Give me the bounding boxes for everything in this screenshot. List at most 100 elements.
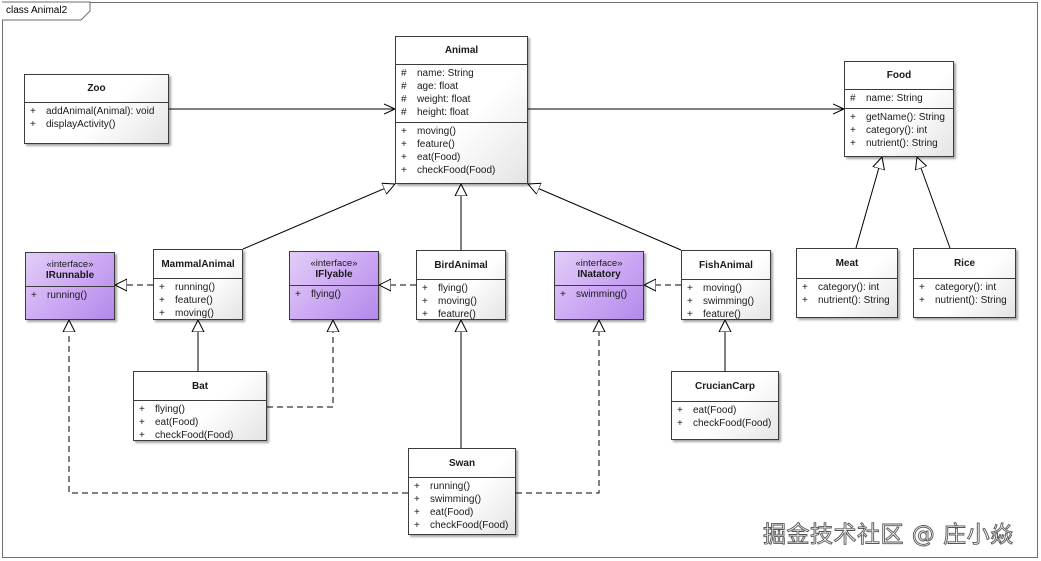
member-row[interactable]: #age: float — [396, 80, 527, 93]
member-row[interactable]: +moving() — [417, 295, 505, 308]
class-animal[interactable]: Animal #name: String #age: float #weight… — [395, 36, 528, 184]
operations: +moving() +swimming() +feature() — [682, 280, 770, 324]
member-row[interactable]: +moving() — [154, 307, 242, 320]
member-row[interactable]: +feature() — [417, 308, 505, 321]
visibility-marker: + — [850, 138, 856, 149]
member-row[interactable]: +flying() — [290, 288, 378, 301]
member-row[interactable]: +moving() — [396, 125, 527, 138]
class-header: «interface» IFlyable — [290, 252, 378, 286]
operation: getName(): String — [866, 112, 945, 123]
class-name: Animal — [444, 45, 479, 56]
operation: swimming() — [576, 289, 628, 300]
member-row[interactable]: +feature() — [396, 138, 527, 151]
member-row[interactable]: +running() — [154, 281, 242, 294]
class-rice[interactable]: Rice +category(): int +nutrient(): Strin… — [913, 248, 1016, 318]
interface-irunnable[interactable]: «interface» IRunnable +running() — [25, 252, 115, 320]
class-bat[interactable]: Bat +flying() +eat(Food) +checkFood(Food… — [133, 371, 267, 441]
member-row[interactable]: +checkFood(Food) — [134, 429, 266, 442]
member-row[interactable]: #height: float — [396, 106, 527, 119]
class-name: Meat — [835, 258, 859, 269]
class-bird-animal[interactable]: BirdAnimal +flying() +moving() +feature(… — [416, 250, 506, 320]
operations: +flying() — [290, 286, 378, 304]
operations: +addAnimal(Animal): void +displayActivit… — [25, 103, 168, 134]
operations: +swimming() — [555, 286, 643, 304]
member-row[interactable]: +checkFood(Food) — [672, 417, 778, 430]
class-name: Bat — [191, 380, 209, 392]
operation: nutrient(): String — [935, 295, 1007, 306]
operation: eat(Food) — [430, 507, 474, 518]
class-name: FishAnimal — [699, 259, 753, 271]
member-row[interactable]: +flying() — [417, 282, 505, 295]
operation: swimming() — [703, 296, 755, 307]
stereotype-label: «interface» — [310, 257, 358, 269]
class-header: Zoo — [25, 75, 168, 103]
member-row[interactable]: +feature() — [682, 308, 770, 321]
operation: swimming() — [430, 494, 482, 505]
class-zoo[interactable]: Zoo +addAnimal(Animal): void +displayAct… — [24, 74, 169, 144]
member-row[interactable]: +swimming() — [555, 288, 643, 301]
visibility-marker: + — [850, 112, 856, 123]
visibility-marker: + — [30, 106, 36, 117]
member-row[interactable]: #weight: float — [396, 93, 527, 106]
real-swan-irunnable — [69, 320, 408, 494]
visibility-marker: + — [414, 481, 420, 492]
member-row[interactable]: +feature() — [154, 294, 242, 307]
member-row[interactable]: +addAnimal(Animal): void — [25, 105, 168, 118]
member-row[interactable]: +eat(Food) — [134, 416, 266, 429]
member-row[interactable]: +displayActivity() — [25, 118, 168, 131]
member-row[interactable]: +moving() — [682, 282, 770, 295]
class-header: Bat — [134, 372, 266, 401]
operation: feature() — [417, 139, 455, 150]
class-header: Animal — [396, 37, 527, 65]
operations: +running() +swimming() +eat(Food) +check… — [409, 478, 515, 535]
visibility-marker: + — [850, 125, 856, 136]
operation: eat(Food) — [693, 405, 737, 416]
operation: feature() — [703, 309, 741, 320]
visibility-marker: + — [677, 405, 683, 416]
visibility-marker: # — [401, 68, 407, 79]
member-row[interactable]: + eat(Food) — [672, 404, 778, 417]
operation: checkFood(Food) — [417, 165, 496, 176]
member-row[interactable]: +category(): int — [845, 124, 953, 137]
member-row[interactable]: +running() — [409, 480, 515, 493]
member-row[interactable]: +checkFood(Food) — [409, 519, 515, 532]
member-row[interactable]: +swimming() — [409, 493, 515, 506]
gen-fish-animal — [528, 184, 682, 251]
member-row[interactable]: #name: String — [396, 67, 527, 80]
member-row[interactable]: +running() — [26, 289, 114, 302]
operations: +flying() +eat(Food) +checkFood(Food) — [134, 401, 266, 445]
operation: nutrient(): String — [818, 295, 890, 306]
member-row[interactable]: +eat(Food) — [396, 151, 527, 164]
visibility-marker: + — [414, 520, 420, 531]
member-row[interactable]: + getName(): String — [845, 111, 953, 124]
visibility-marker: + — [422, 309, 428, 320]
class-mammal-animal[interactable]: MammalAnimal +running() +feature() +movi… — [153, 249, 243, 320]
gen-meat-food — [855, 157, 882, 249]
member-row[interactable]: +flying() — [134, 403, 266, 416]
operations: +running() +feature() +moving() — [154, 279, 242, 323]
class-meat[interactable]: Meat +category(): int +nutrient(): Strin… — [796, 248, 898, 318]
gen-rice-food — [917, 157, 951, 249]
class-food[interactable]: Food #name: String +getName(): String +c… — [844, 61, 954, 157]
operations: +category(): int + nutrient(): String — [914, 279, 1015, 310]
class-fish-animal[interactable]: FishAnimal +moving() +swimming() +featur… — [681, 250, 771, 320]
interface-iflyable[interactable]: «interface» IFlyable +flying() — [289, 251, 379, 320]
member-row[interactable]: +nutrient(): String — [797, 294, 897, 307]
visibility-marker: + — [919, 295, 925, 306]
visibility-marker: # — [401, 81, 407, 92]
attribute: name: String — [866, 93, 923, 104]
member-row[interactable]: +swimming() — [682, 295, 770, 308]
class-swan[interactable]: Swan +running() +swimming() +eat(Food) +… — [408, 448, 516, 535]
member-row[interactable]: +nutrient(): String — [845, 137, 953, 150]
member-row[interactable]: +eat(Food) — [409, 506, 515, 519]
member-row[interactable]: #name: String — [845, 92, 953, 105]
operation: moving() — [175, 308, 214, 319]
interface-inatatory[interactable]: «interface» INatatory +swimming() — [554, 251, 644, 320]
member-row[interactable]: +checkFood(Food) — [396, 164, 527, 177]
member-row[interactable]: + nutrient(): String — [914, 294, 1015, 307]
class-crucian-carp[interactable]: CrucianCarp +eat(Food) +checkFood(Food) — [671, 371, 779, 440]
member-row[interactable]: +category(): int — [797, 281, 897, 294]
member-row[interactable]: +category(): int — [914, 281, 1015, 294]
operation: moving() — [438, 296, 477, 307]
operation: displayActivity() — [46, 119, 116, 130]
